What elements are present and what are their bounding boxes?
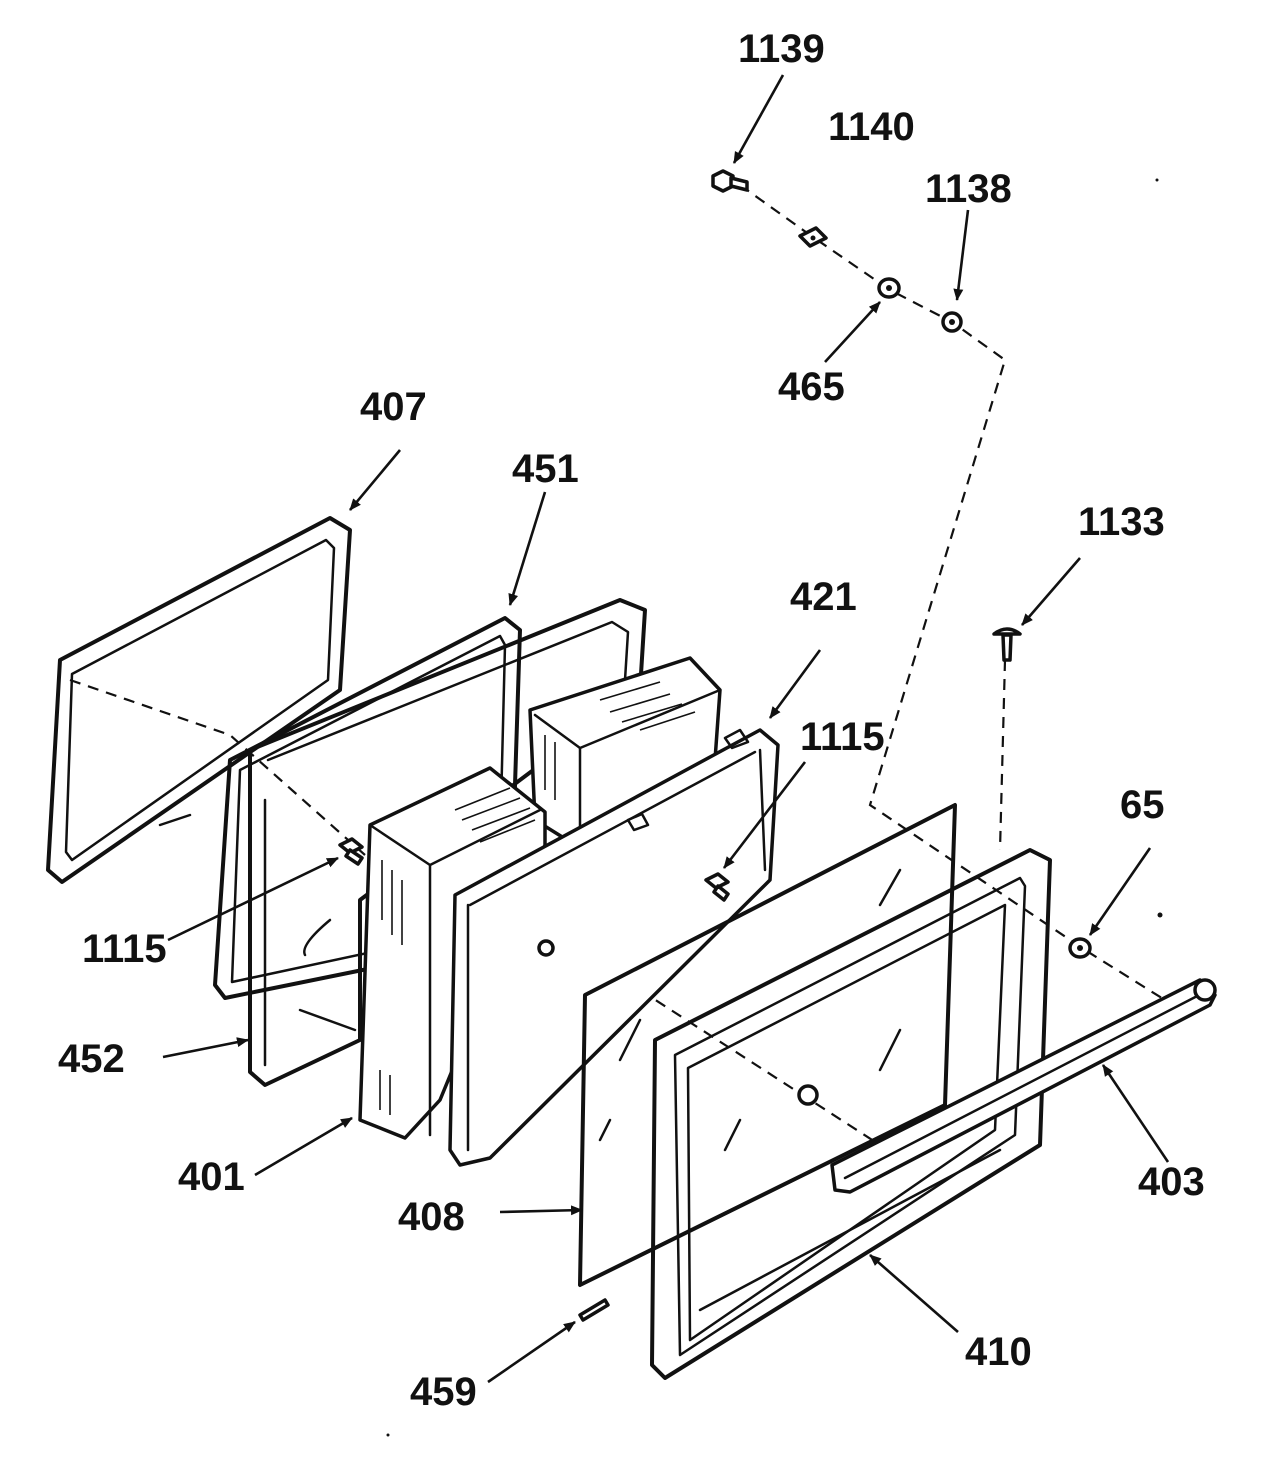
stray-marks <box>386 178 1163 1437</box>
label-407: 407 <box>360 385 427 429</box>
label-459: 459 <box>410 1370 477 1414</box>
glass-panel-408 <box>578 803 957 1287</box>
screw-1139 <box>711 169 749 193</box>
label-401: 401 <box>178 1155 245 1199</box>
clip-1140 <box>798 226 828 248</box>
label-1115-right: 1115 <box>800 715 885 759</box>
handle-403 <box>830 978 1217 1194</box>
label-1133: 1133 <box>1078 500 1165 544</box>
washer-65 <box>1068 937 1092 959</box>
part-labels: 1139 1140 1138 465 407 451 421 1133 1115… <box>58 27 1205 1414</box>
label-465: 465 <box>778 365 845 409</box>
label-410: 410 <box>965 1330 1032 1374</box>
label-1139: 1139 <box>738 27 825 71</box>
label-1115-left: 1115 <box>82 927 167 971</box>
spacer-465 <box>877 277 901 299</box>
outer-frame-410 <box>650 848 1052 1380</box>
gasket-407 <box>46 516 352 884</box>
leader-arrows <box>162 74 1170 1384</box>
label-403: 403 <box>1138 1160 1205 1204</box>
label-452: 452 <box>58 1037 125 1081</box>
label-1140: 1140 <box>828 105 915 149</box>
label-1138: 1138 <box>925 167 1012 211</box>
frame-452 <box>248 598 647 1087</box>
washer-1138 <box>941 311 963 333</box>
label-65: 65 <box>1120 783 1165 827</box>
screw-1115-right <box>704 872 730 902</box>
label-408: 408 <box>398 1195 465 1239</box>
pin-459 <box>578 1298 610 1322</box>
door-liner-421 <box>448 728 780 1167</box>
screw-1115-left <box>338 837 364 866</box>
screw-1133 <box>992 627 1022 662</box>
label-421: 421 <box>790 575 857 619</box>
label-451: 451 <box>512 447 579 491</box>
